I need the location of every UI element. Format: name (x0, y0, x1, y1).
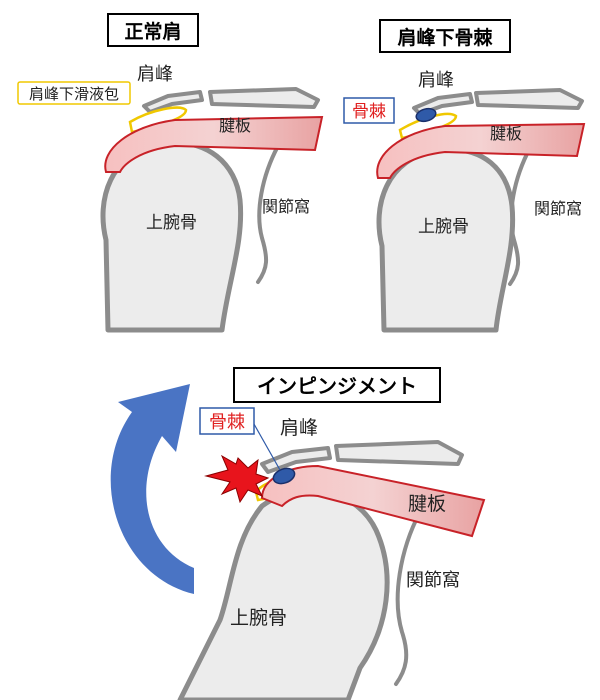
acromion-bone (142, 90, 204, 114)
glenoid-label: 関節窩 (262, 197, 310, 216)
spur-label: 骨棘 (209, 412, 245, 433)
glenoid-label: 関節窩 (406, 570, 460, 591)
panel-impingement-title-box (233, 367, 441, 403)
rotator-cuff-tendon (376, 122, 586, 179)
tendon-label: 腱板 (219, 116, 251, 135)
panel-spur-title: 肩峰下骨棘 (397, 26, 493, 49)
humerus-bone (376, 146, 516, 333)
acromion-bone (260, 446, 332, 474)
panel-normal-title: 正常肩 (124, 20, 181, 43)
panel-impingement: インピンジメント 骨棘 肩峰 腱板 上腕骨 関節窩 (110, 367, 486, 700)
humerus-label: 上腕骨 (418, 217, 469, 237)
spur-leader-line (253, 423, 281, 471)
panel-normal-shoulder: 正常肩 肩峰 肩峰下滑液包 腱板 上腕骨 関節窩 (17, 13, 324, 333)
spur-label-box (199, 407, 255, 435)
spur-label: 骨棘 (352, 102, 386, 122)
rotator-cuff-tendon (104, 115, 324, 173)
impact-burst-icon (204, 454, 270, 504)
clavicle-bone (208, 87, 320, 109)
panel-normal-title-box (107, 13, 199, 47)
humerus-bone (100, 139, 244, 333)
panel-spur-title-box (379, 19, 511, 53)
panel-impingement-title: インピンジメント (257, 374, 417, 398)
acromion-label: 肩峰 (418, 70, 454, 91)
bone-spur (415, 107, 437, 123)
curved-arrow-icon (110, 384, 194, 594)
glenoid-label: 関節窩 (534, 199, 582, 218)
rotator-cuff-tendon (260, 464, 486, 538)
spur-label-box (343, 97, 395, 124)
acromion-label: 肩峰 (137, 64, 173, 85)
clavicle-bone (474, 88, 584, 110)
bone-spur (272, 467, 296, 485)
bursa-label: 肩峰下滑液包 (29, 85, 119, 103)
humerus-label: 上腕骨 (146, 213, 197, 233)
panel-subacromial-spur: 肩峰下骨棘 肩峰 骨棘 腱板 上腕骨 関節窩 (343, 19, 586, 333)
humerus-label: 上腕骨 (230, 607, 287, 629)
tendon-label: 腱板 (490, 124, 522, 143)
tendon-label: 腱板 (408, 493, 446, 515)
glenoid-fossa (394, 510, 422, 686)
glenoid-fossa (256, 144, 280, 284)
acromion-label: 肩峰 (280, 417, 318, 439)
bursa-label-box (17, 81, 131, 105)
humerus-bone (177, 487, 390, 700)
clavicle-bone (334, 440, 464, 466)
